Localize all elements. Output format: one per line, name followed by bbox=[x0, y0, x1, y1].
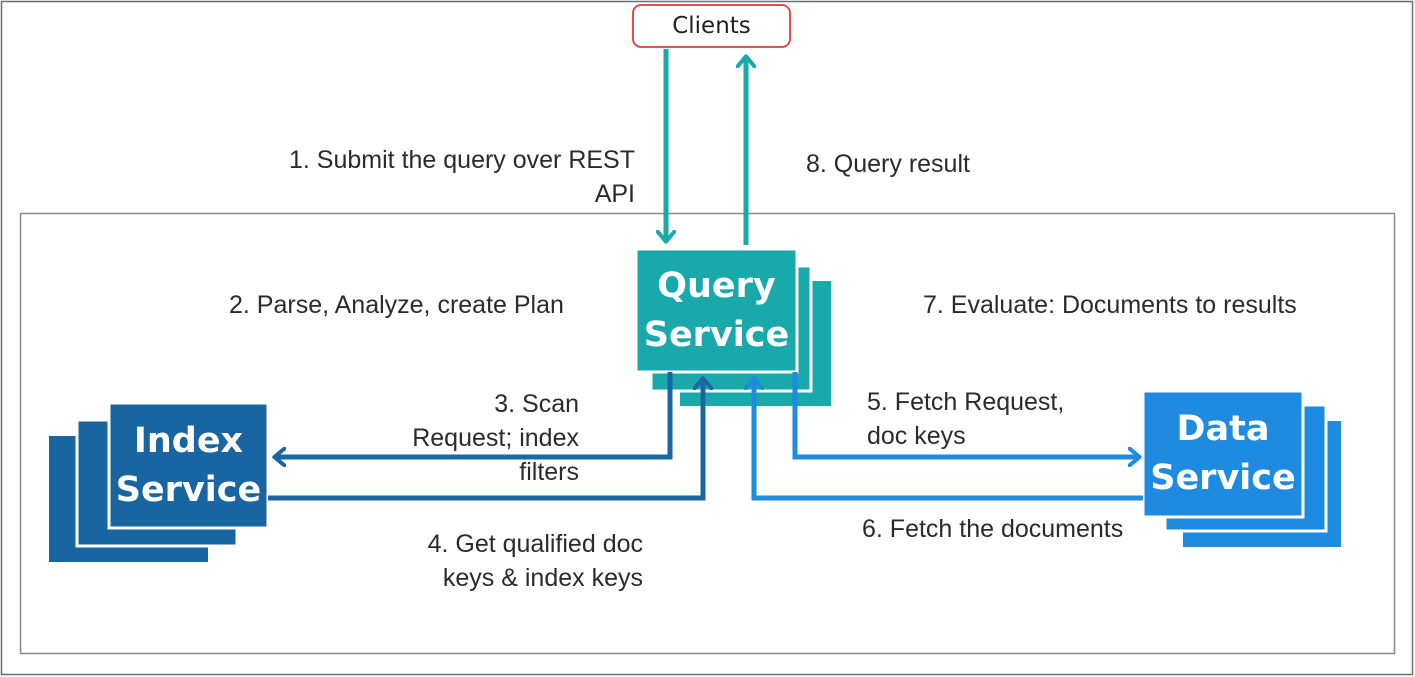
step-8-label: 8. Query result bbox=[806, 150, 970, 178]
data-service-stack-front bbox=[1141, 389, 1305, 519]
query-service-box: Query Service bbox=[636, 249, 797, 372]
step-6-label: 6. Fetch the documents bbox=[862, 515, 1124, 543]
step-1-label: 1. Submit the query over REST API bbox=[289, 143, 635, 211]
arrow-fetch-documents bbox=[754, 380, 1143, 501]
query-service-stack-front bbox=[634, 247, 799, 374]
step-5-label: 5. Fetch Request, doc keys bbox=[867, 385, 1064, 453]
index-service-box: Index Service bbox=[109, 403, 268, 528]
index-service-stack-front bbox=[107, 401, 270, 530]
step-1-line1: 1. Submit the query over REST bbox=[289, 146, 635, 174]
step-4-line2: keys & index keys bbox=[442, 564, 643, 592]
step-1-line2: API bbox=[594, 180, 635, 208]
step-7-label: 7. Evaluate: Documents to results bbox=[923, 291, 1297, 319]
query-service-label-line1: Query bbox=[657, 265, 776, 306]
cluster-frame bbox=[19, 212, 1396, 655]
step-5-line2: doc keys bbox=[867, 422, 966, 450]
index-service-label-line1: Index bbox=[133, 420, 244, 461]
data-service-label-line2: Service bbox=[1150, 458, 1296, 498]
step-3-line3: filters bbox=[519, 458, 579, 486]
query-service-label-line2: Service bbox=[643, 314, 790, 355]
step-2-label: 2. Parse, Analyze, create Plan bbox=[229, 291, 564, 319]
data-service-box: Data Service bbox=[1143, 391, 1303, 517]
arrow-scan-request bbox=[276, 372, 673, 457]
step-4-line1: 4. Get qualified doc bbox=[427, 530, 643, 558]
index-service-label-line2: Service bbox=[115, 469, 262, 510]
data-service-label-line1: Data bbox=[1176, 409, 1270, 449]
clients-box bbox=[632, 4, 791, 48]
step-3-line1: 3. Scan bbox=[494, 390, 579, 418]
arrow-qualified-keys bbox=[268, 380, 703, 501]
step-4-label: 4. Get qualified doc keys & index keys bbox=[428, 527, 643, 595]
step-3-line2: Request; index bbox=[412, 424, 579, 452]
step-3-label: 3. Scan Request; index filters bbox=[412, 387, 579, 489]
step-5-line1: 5. Fetch Request, bbox=[867, 388, 1065, 416]
arrow-fetch-request bbox=[792, 372, 1138, 457]
clients-label: Clients bbox=[672, 13, 751, 39]
